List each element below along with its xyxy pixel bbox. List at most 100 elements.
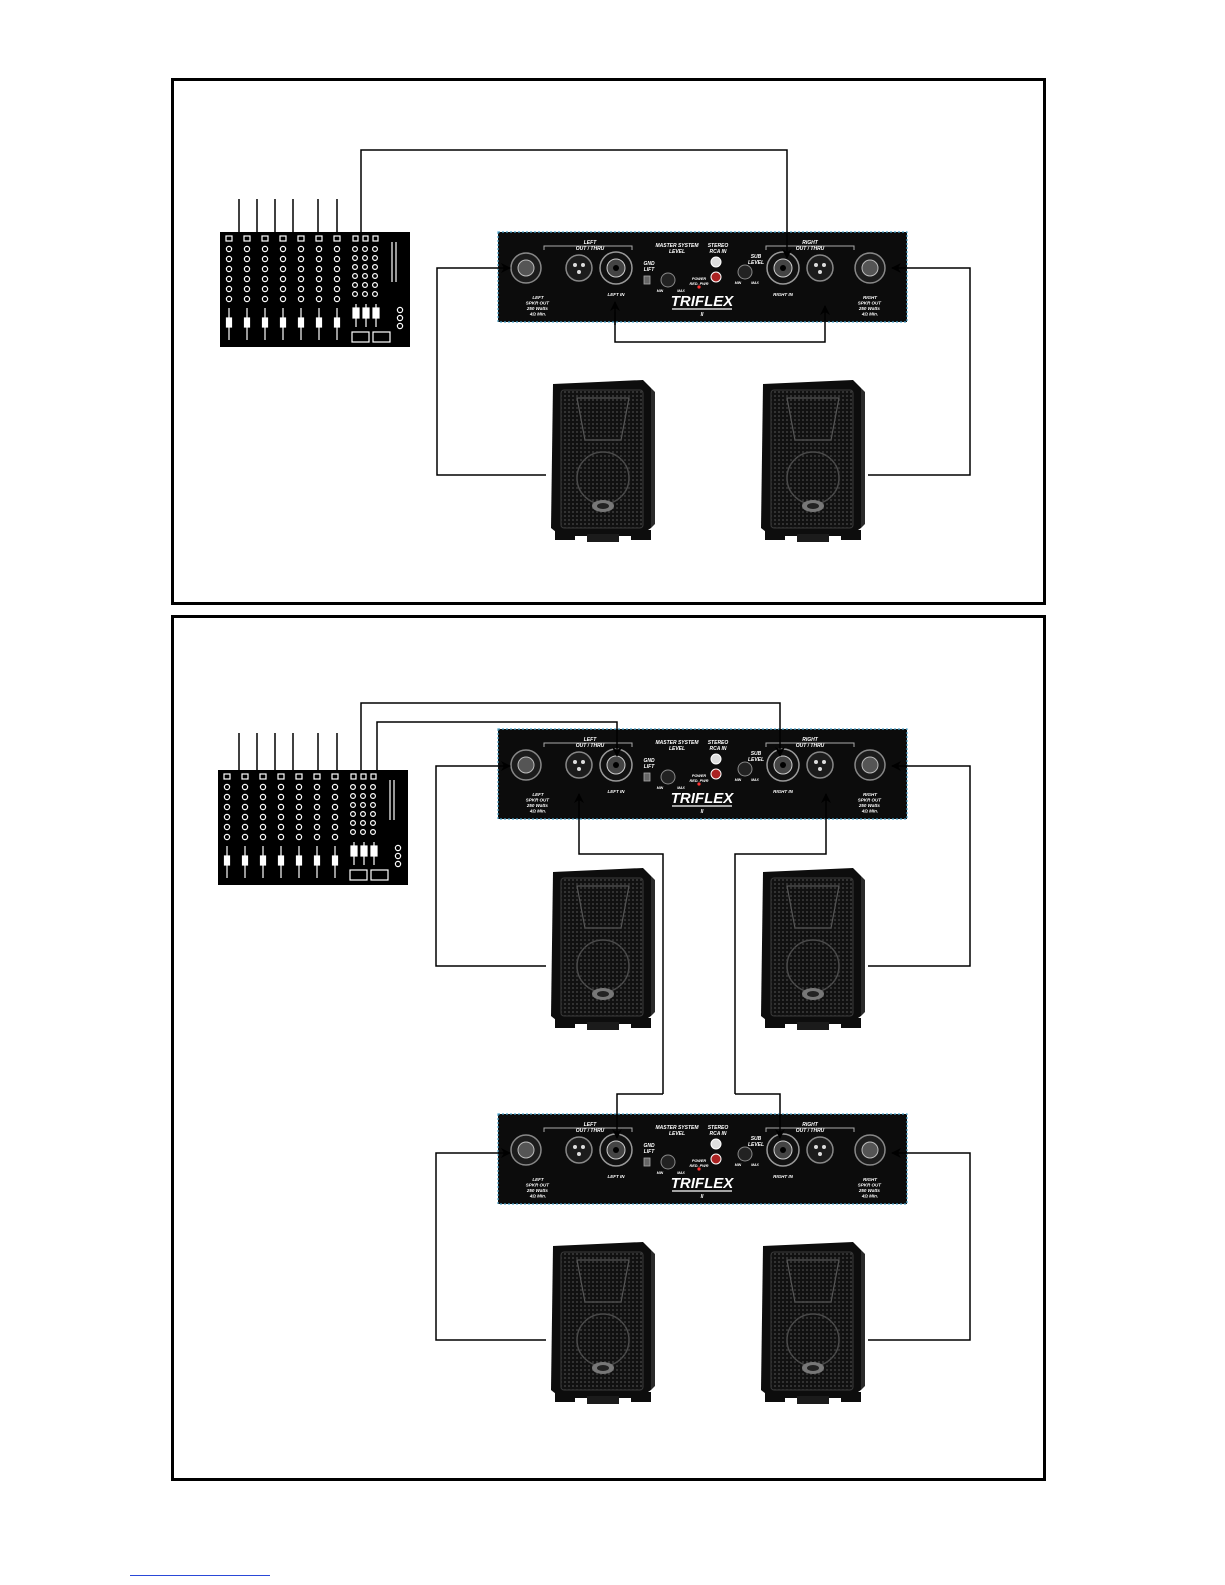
mixer-to-right-in-cable xyxy=(360,149,792,259)
rca-left-jack xyxy=(710,753,722,765)
master-level-knob xyxy=(660,272,676,288)
cables xyxy=(360,702,971,1341)
master-level-knob xyxy=(660,769,676,785)
rca-right-jack xyxy=(710,271,722,283)
gnd-lift-switch xyxy=(643,275,651,285)
master-max-label: MAX xyxy=(677,786,685,790)
left-in-to-right-out-cable xyxy=(614,305,830,343)
diagram-frame-dual xyxy=(171,615,1046,1481)
speaker-4-cable xyxy=(868,1148,971,1341)
mixer-to-right-in-cable xyxy=(360,702,785,770)
right-thru-jack xyxy=(806,1136,834,1164)
footer-rule xyxy=(130,1575,270,1576)
cables xyxy=(360,149,971,476)
power-led xyxy=(697,782,701,786)
power-led xyxy=(697,285,701,289)
power-led xyxy=(697,1167,701,1171)
speaker-2-cable xyxy=(868,761,971,967)
rca-right-jack xyxy=(710,768,722,780)
sub-level-knob xyxy=(737,1146,753,1162)
brand-logo: TRIFLEX xyxy=(671,1175,734,1192)
gnd-lift-switch xyxy=(643,772,651,782)
right-in-label: RIGHT IN xyxy=(773,1174,793,1179)
speaker-3-cable xyxy=(435,1148,546,1341)
rca-right-jack xyxy=(710,1153,722,1165)
mixer xyxy=(220,199,410,347)
diagram-frame-single xyxy=(171,78,1046,605)
speaker-right xyxy=(760,379,866,543)
right-in-label: RIGHT IN xyxy=(773,292,793,297)
right-thru-to-amp2-right-in xyxy=(734,793,831,1094)
gnd-lift-switch xyxy=(643,1157,651,1167)
master-min-label: MIN xyxy=(657,1171,664,1175)
model-label: II xyxy=(701,1194,704,1200)
left-in-label: LEFT IN xyxy=(608,1174,626,1179)
brand-logo: TRIFLEX xyxy=(671,790,734,807)
amp-panel xyxy=(497,728,908,820)
left-in-label: LEFT IN xyxy=(608,789,626,794)
left-speaker-cable xyxy=(436,263,546,476)
speaker-4 xyxy=(760,1241,866,1405)
amp-panel xyxy=(497,231,908,323)
rca-left-jack xyxy=(710,1138,722,1150)
right-thru-jack xyxy=(806,751,834,779)
rca-left-jack xyxy=(710,256,722,268)
master-min-label: MIN xyxy=(657,786,664,790)
sub-min-label: MIN xyxy=(735,281,742,285)
model-label: II xyxy=(701,809,704,815)
master-level-knob xyxy=(660,1154,676,1170)
model-label: II xyxy=(701,312,704,318)
right-thru-jack xyxy=(806,254,834,282)
brand-logo: TRIFLEX xyxy=(671,293,734,310)
master-max-label: MAX xyxy=(677,1171,685,1175)
master-max-label: MAX xyxy=(677,289,685,293)
speaker-3 xyxy=(550,1241,656,1405)
sub-min-label: MIN xyxy=(735,1163,742,1167)
left-thru-jack xyxy=(565,1136,593,1164)
sub-level-knob xyxy=(737,761,753,777)
sub-max-label: MAX xyxy=(751,281,759,285)
mixer xyxy=(218,733,408,885)
sub-max-label: MAX xyxy=(751,778,759,782)
sub-min-label: MIN xyxy=(735,778,742,782)
sub-level-knob xyxy=(737,264,753,280)
mixer-to-left-in-cable xyxy=(376,721,622,770)
left-thru-jack xyxy=(565,254,593,282)
right-speaker-cable xyxy=(868,263,971,476)
left-in-label: LEFT IN xyxy=(608,292,626,297)
amp-panel xyxy=(497,1113,908,1205)
left-thru-to-amp2-left-in xyxy=(574,793,664,1094)
left-thru-jack xyxy=(565,751,593,779)
speaker-left xyxy=(550,379,656,543)
